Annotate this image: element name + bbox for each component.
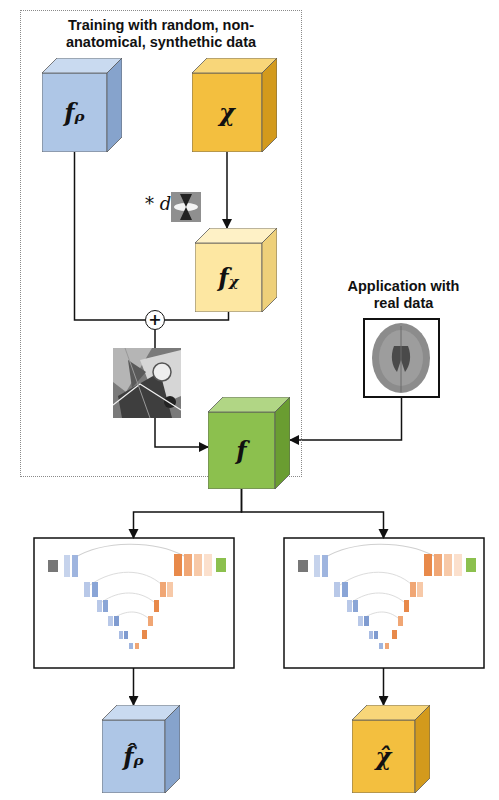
- cube-face: [42, 73, 107, 152]
- cube-face: [107, 58, 122, 152]
- operator-symbol: +: [146, 311, 164, 329]
- cube-face: [352, 720, 415, 793]
- volume-label: fᵨ: [42, 73, 107, 152]
- group-title: Training with random, non-anatomical, sy…: [21, 17, 301, 51]
- volume-label: f̂ᵨ: [102, 720, 165, 793]
- dipole-kernel: [171, 192, 201, 222]
- arrow-head: [379, 529, 389, 539]
- arrow-head: [129, 529, 139, 539]
- cube-face: [165, 705, 180, 793]
- cube-face: [195, 243, 262, 312]
- cube-face: [102, 720, 165, 793]
- flow-arrow: [290, 398, 402, 440]
- volume-cube: χ̂: [352, 705, 430, 793]
- operation-label: * d: [145, 193, 171, 214]
- synthetic-image: [113, 348, 181, 418]
- cube-face: [192, 73, 262, 152]
- volume-cube: fᵨ: [42, 58, 122, 152]
- cube-face: [262, 58, 277, 152]
- brain-image: [372, 323, 430, 393]
- volume-cube: fᵪ: [195, 228, 277, 312]
- flow-arrow: [75, 152, 146, 320]
- cube-face: [208, 412, 275, 489]
- volume-label: fᵪ: [195, 243, 262, 312]
- flow-arrow: [226, 152, 228, 228]
- volume-cube: χ: [192, 58, 277, 152]
- volume-label: f: [208, 412, 275, 489]
- cube-outline: [208, 397, 290, 489]
- cube-face: [415, 705, 430, 793]
- sum-node: +: [145, 310, 165, 330]
- input-image-frame: Application with real data: [363, 318, 440, 398]
- network-illustration: [34, 538, 234, 668]
- cube-face: [262, 228, 277, 312]
- volume-cube: f̂ᵨ: [102, 705, 180, 793]
- volume-label: χ: [192, 73, 262, 152]
- network-illustration: [284, 538, 484, 668]
- volume-label: χ̂: [352, 720, 415, 793]
- cube-face: [275, 397, 290, 489]
- volume-cube: f: [208, 397, 290, 489]
- flow-arrow: [165, 312, 229, 320]
- image-caption: Application with real data: [341, 278, 466, 312]
